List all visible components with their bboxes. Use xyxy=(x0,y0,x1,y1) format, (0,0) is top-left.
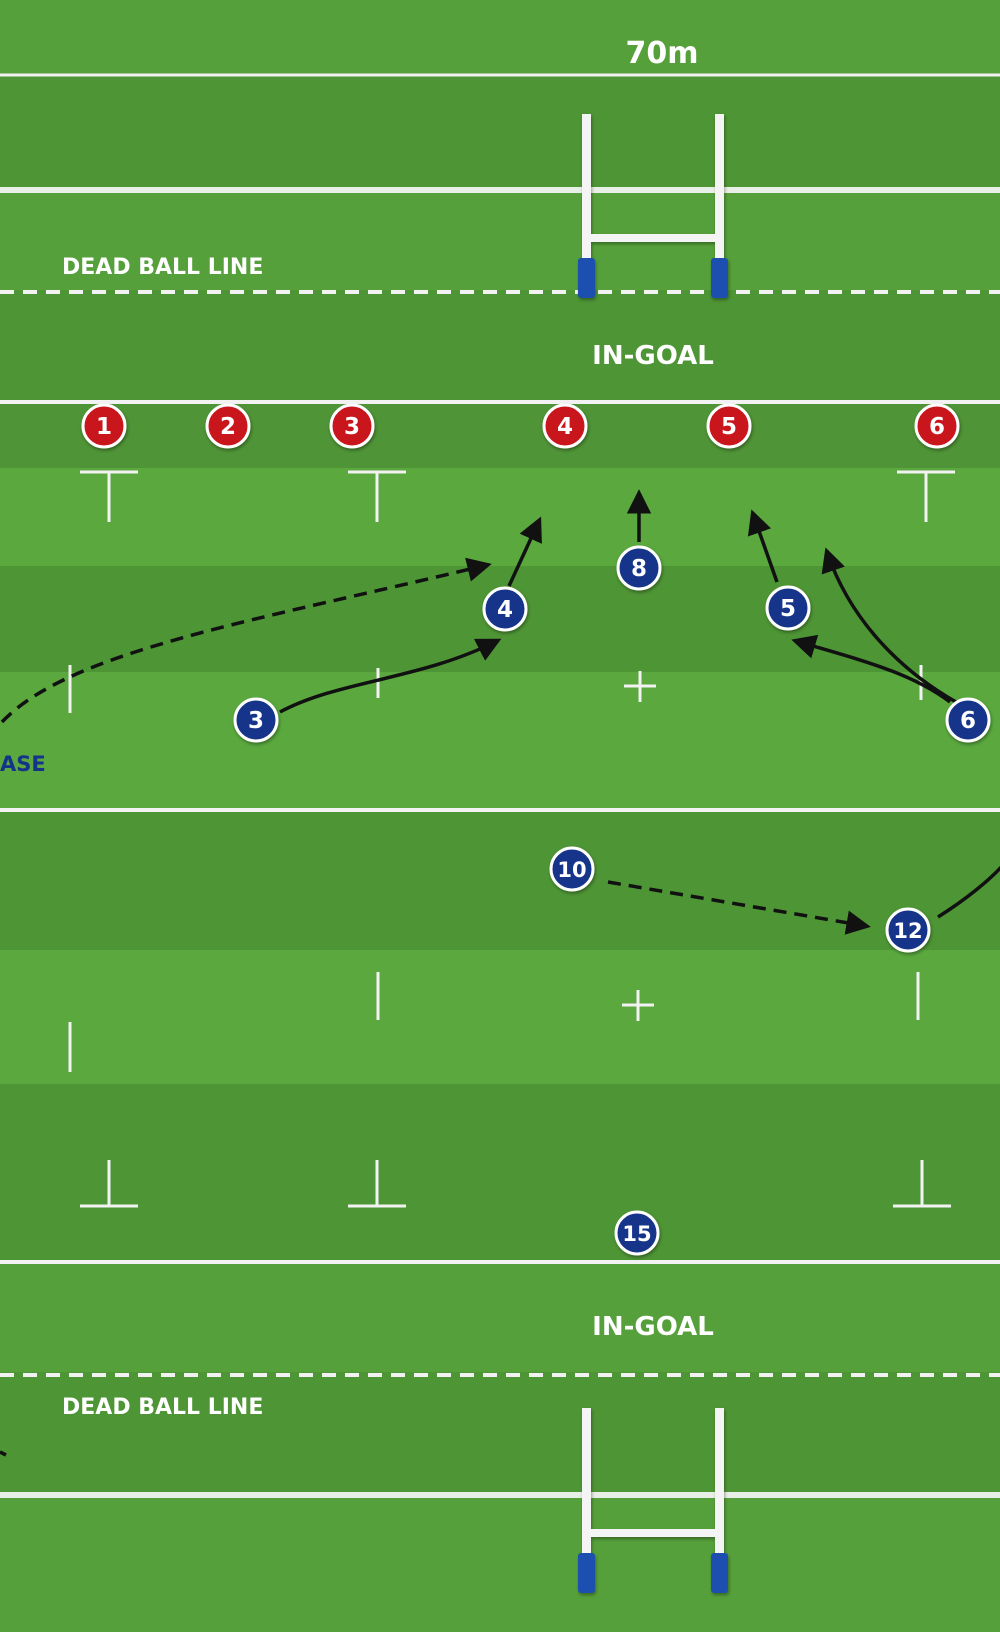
run-arrow xyxy=(507,516,542,587)
red-player-circle xyxy=(81,403,127,449)
player-number: 4 xyxy=(497,597,513,623)
t-mark xyxy=(80,470,138,522)
pass-arrow xyxy=(607,880,871,935)
red-player-icon: 1 xyxy=(81,403,127,449)
inverted-t-mark xyxy=(348,1160,406,1208)
blue-player-icon: 15 xyxy=(614,1210,660,1256)
blue-player-icon: 6 xyxy=(945,697,991,743)
field-lines xyxy=(0,73,1000,1498)
blue-player-icon: 8 xyxy=(616,545,662,591)
pass-arrow xyxy=(0,557,492,724)
goal-posts-icon xyxy=(578,1408,728,1593)
red-player-icon: 3 xyxy=(329,403,375,449)
blue-player-circle xyxy=(482,586,528,632)
run-arrow xyxy=(279,638,502,714)
in-goal-label-bottom: IN-GOAL xyxy=(592,1312,714,1342)
run-arrow xyxy=(937,865,1000,919)
run-arrow xyxy=(821,547,957,704)
t-mark xyxy=(348,470,406,522)
width-label: 70m xyxy=(625,36,698,71)
run-arrow-edge xyxy=(0,1450,7,1457)
blue-player-icon: 5 xyxy=(765,585,811,631)
red-player-circle xyxy=(205,403,251,449)
blue-player-circle xyxy=(616,545,662,591)
player-number: 2 xyxy=(220,414,236,440)
movement-arrows xyxy=(0,489,1000,1457)
blue-player-circle xyxy=(885,907,931,953)
blue-player-circle xyxy=(233,697,279,743)
player-number: 8 xyxy=(631,556,647,582)
goal-posts-icon xyxy=(578,114,728,298)
blue-player-circle xyxy=(614,1210,660,1256)
player-number: 6 xyxy=(929,414,945,440)
t-mark xyxy=(897,470,955,522)
red-player-circle xyxy=(542,403,588,449)
red-player-icon: 6 xyxy=(914,403,960,449)
blue-player-circle xyxy=(945,697,991,743)
cross-mark xyxy=(622,990,654,1021)
red-player-circle xyxy=(329,403,375,449)
blue-player-icon: 12 xyxy=(885,907,931,953)
player-number: 10 xyxy=(557,858,586,882)
in-goal-label-top: IN-GOAL xyxy=(592,341,714,371)
dead-ball-line-label-top: DEAD BALL LINE xyxy=(62,255,263,280)
inverted-t-mark xyxy=(893,1160,951,1208)
blue-player-icon: 3 xyxy=(233,697,279,743)
player-number: 15 xyxy=(622,1222,651,1246)
inverted-t-mark xyxy=(80,1160,138,1208)
player-number: 4 xyxy=(557,414,573,440)
player-number: 3 xyxy=(344,414,360,440)
blue-player-icon: 10 xyxy=(549,846,595,892)
player-number: 1 xyxy=(96,414,112,440)
red-player-icon: 4 xyxy=(542,403,588,449)
phase-label-fragment: ASE xyxy=(0,752,46,776)
player-number: 6 xyxy=(960,708,976,734)
player-number: 12 xyxy=(893,919,922,943)
cross-mark xyxy=(624,671,656,702)
red-player-circle xyxy=(914,403,960,449)
player-number: 5 xyxy=(780,596,796,622)
red-player-circle xyxy=(706,403,752,449)
red-player-icon: 2 xyxy=(205,403,251,449)
blue-player-circle xyxy=(549,846,595,892)
blue-player-circle xyxy=(765,585,811,631)
player-number: 3 xyxy=(248,708,264,734)
run-arrow xyxy=(747,509,779,583)
blue-player-icon: 4 xyxy=(482,586,528,632)
field-labels: 70m DEAD BALL LINE IN-GOAL ASE IN-GOAL D… xyxy=(0,36,714,1420)
dead-ball-line-label-bottom: DEAD BALL LINE xyxy=(62,1395,263,1420)
run-arrow xyxy=(791,634,952,704)
player-number: 5 xyxy=(721,414,737,440)
red-player-icon: 5 xyxy=(706,403,752,449)
